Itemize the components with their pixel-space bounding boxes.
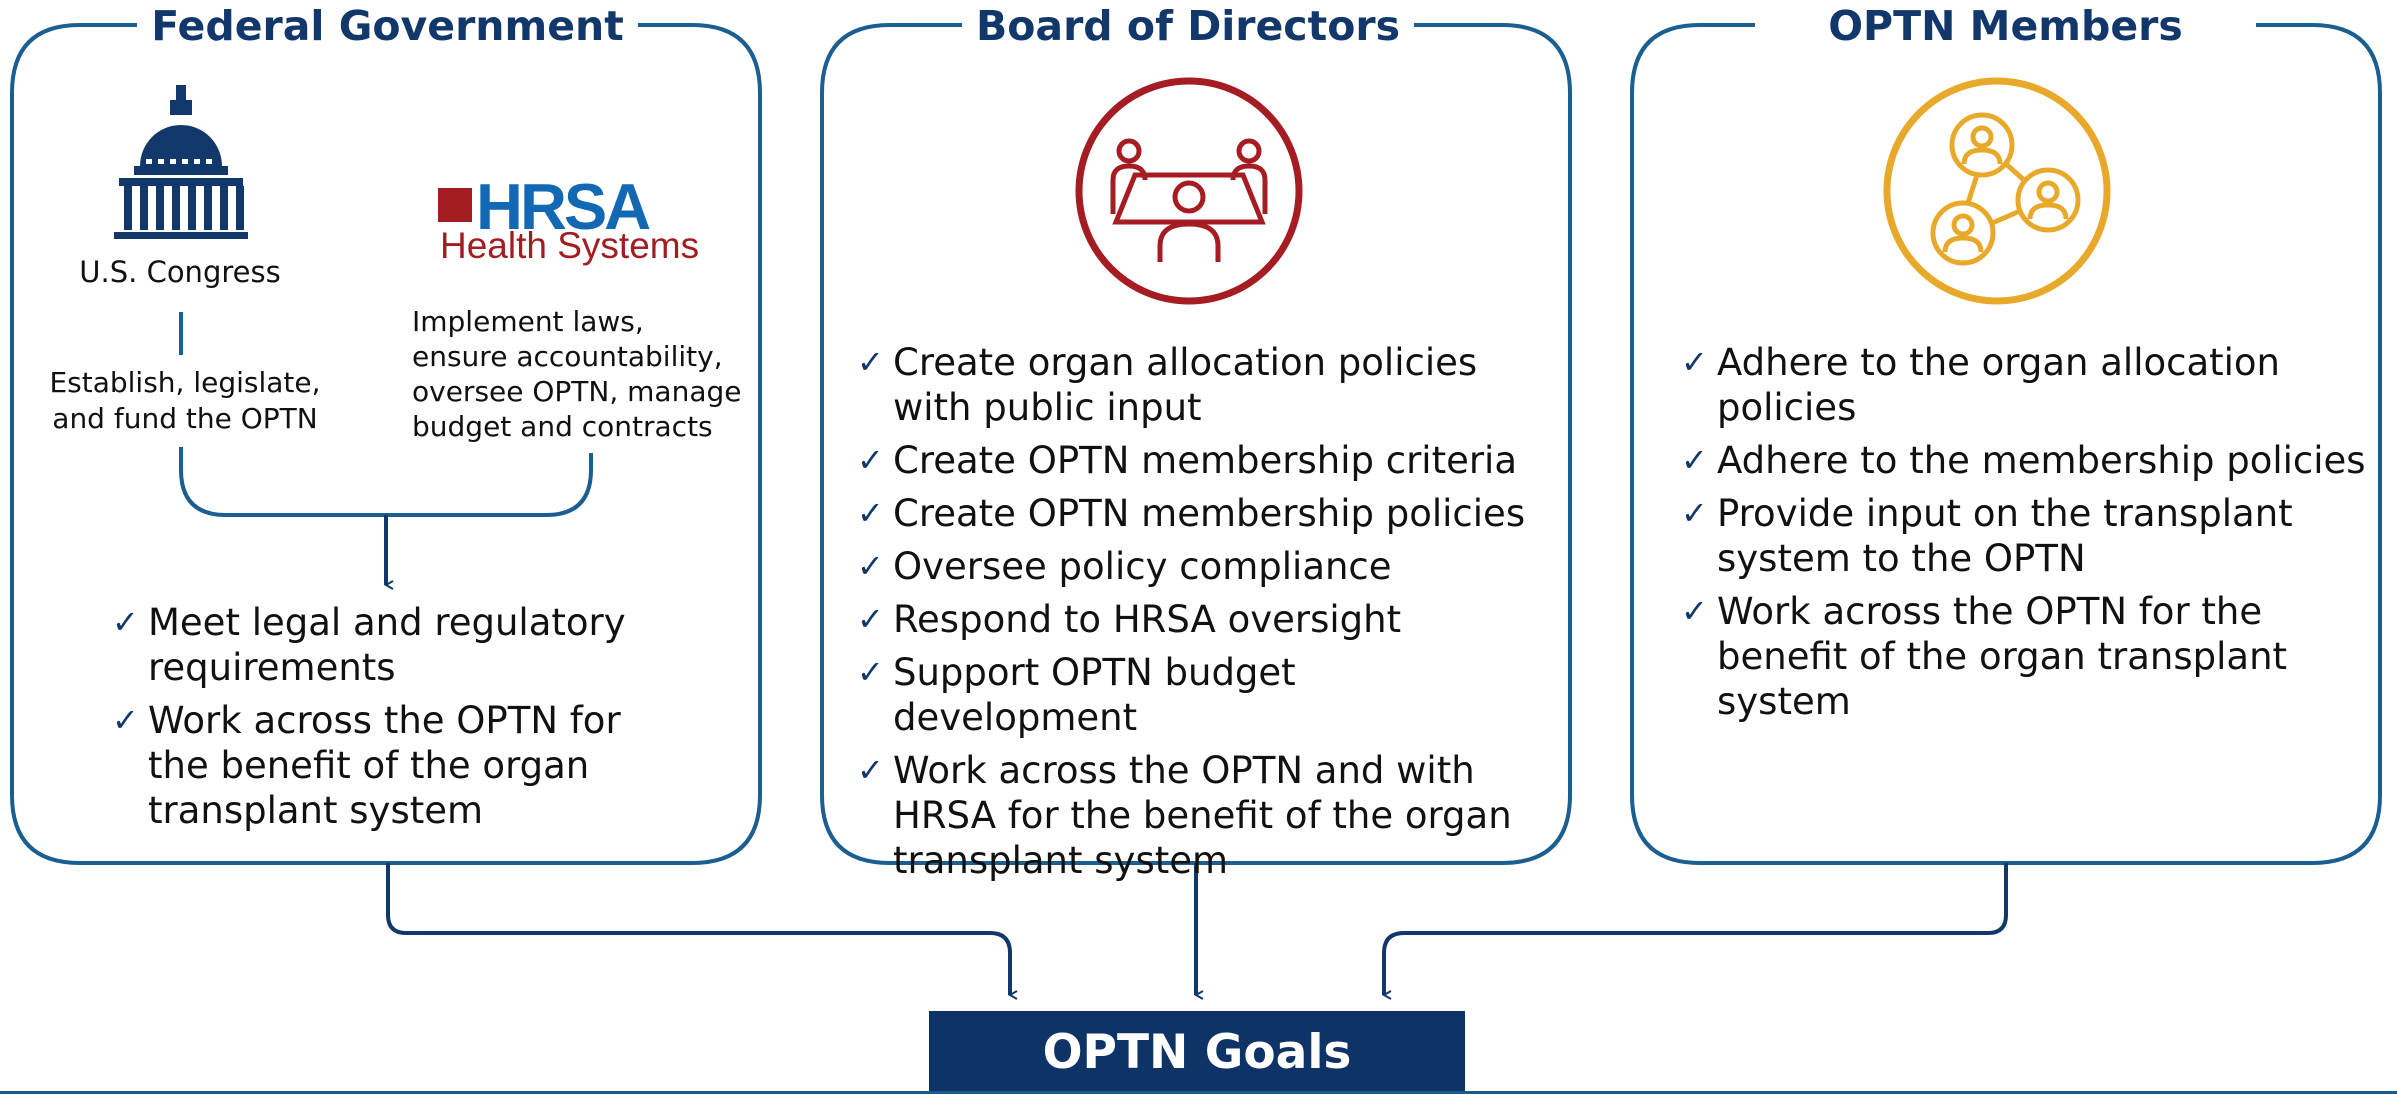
check-icon: ✓ bbox=[857, 547, 884, 585]
members-checklist: ✓Adhere to the organ allocation policies… bbox=[1681, 340, 2371, 732]
check-icon: ✓ bbox=[857, 653, 884, 691]
checklist-item: ✓Adhere to the organ allocation policies bbox=[1681, 340, 2371, 430]
board-checklist: ✓Create organ allocation policies with p… bbox=[857, 340, 1547, 891]
congress-label: U.S. Congress bbox=[79, 255, 281, 289]
check-icon: ✓ bbox=[857, 343, 884, 381]
check-icon: ✓ bbox=[857, 494, 884, 532]
capitol-dome-icon bbox=[114, 85, 248, 239]
check-icon: ✓ bbox=[112, 701, 139, 739]
checklist-item: ✓Support OPTN budget development bbox=[857, 650, 1547, 740]
checklist-item-text: Create OPTN membership policies bbox=[893, 492, 1526, 535]
hrsa-logo: HRSA Health Systems bbox=[438, 170, 713, 271]
checklist-item-text: Work across the OPTN for the benefit of … bbox=[1717, 590, 2288, 723]
check-icon: ✓ bbox=[857, 600, 884, 638]
hrsa-description: Implement laws, ensure accountability, o… bbox=[412, 305, 742, 443]
check-icon: ✓ bbox=[857, 751, 884, 789]
check-icon: ✓ bbox=[1681, 592, 1708, 630]
check-icon: ✓ bbox=[112, 603, 139, 641]
checklist-item: ✓Meet legal and regulatory requirements bbox=[112, 600, 632, 690]
checklist-item-text: Work across the OPTN for the benefit of … bbox=[148, 699, 621, 832]
checklist-item: ✓Create OPTN membership criteria bbox=[857, 438, 1547, 483]
checklist-item-text: Adhere to the organ allocation policies bbox=[1717, 341, 2281, 429]
checklist-item: ✓Oversee policy compliance bbox=[857, 544, 1547, 589]
checklist-item: ✓Work across the OPTN for the benefit of… bbox=[112, 698, 632, 833]
federal-merge-connector bbox=[179, 447, 593, 517]
checklist-item: ✓Work across the OPTN and with HRSA for … bbox=[857, 748, 1547, 883]
meeting-table-icon bbox=[1075, 77, 1303, 305]
checklist-item-text: Oversee policy compliance bbox=[893, 545, 1392, 588]
congress-description: Establish, legislate, and fund the OPTN bbox=[49, 366, 321, 435]
panel-title-federal: Federal Government bbox=[137, 0, 638, 52]
federal-to-goals-arrow bbox=[386, 863, 1010, 995]
checklist-item: ✓Adhere to the membership policies bbox=[1681, 438, 2371, 483]
network-people-icon bbox=[1883, 77, 2111, 305]
checklist-item-text: Respond to HRSA oversight bbox=[893, 598, 1402, 641]
hrsa-logo-text: HRSA bbox=[476, 170, 651, 243]
checklist-item-text: Create organ allocation policies with pu… bbox=[893, 341, 1478, 429]
members-to-goals-arrow bbox=[1382, 863, 2008, 995]
check-icon: ✓ bbox=[1681, 343, 1708, 381]
panel-title-board: Board of Directors bbox=[962, 0, 1414, 52]
checklist-item-text: Create OPTN membership criteria bbox=[893, 439, 1518, 482]
checklist-item: ✓Provide input on the transplant system … bbox=[1681, 491, 2371, 581]
bottom-divider bbox=[0, 1091, 2397, 1094]
checklist-item: ✓Create OPTN membership policies bbox=[857, 491, 1547, 536]
check-icon: ✓ bbox=[1681, 441, 1708, 479]
check-icon: ✓ bbox=[1681, 494, 1708, 532]
hrsa-emblem-icon bbox=[438, 188, 472, 222]
check-icon: ✓ bbox=[857, 441, 884, 479]
checklist-item-text: Provide input on the transplant system t… bbox=[1717, 492, 2293, 580]
panel-title-members: OPTN Members bbox=[1755, 0, 2256, 52]
checklist-item: ✓Create organ allocation policies with p… bbox=[857, 340, 1547, 430]
hrsa-logo-subtext: Health Systems bbox=[440, 225, 700, 266]
checklist-item-text: Meet legal and regulatory requirements bbox=[148, 601, 626, 689]
checklist-item: ✓Respond to HRSA oversight bbox=[857, 597, 1547, 642]
checklist-item: ✓Work across the OPTN for the benefit of… bbox=[1681, 589, 2371, 724]
checklist-item-text: Adhere to the membership policies bbox=[1717, 439, 2366, 482]
federal-checklist: ✓Meet legal and regulatory requirements … bbox=[112, 600, 632, 841]
checklist-item-text: Work across the OPTN and with HRSA for t… bbox=[893, 749, 1512, 882]
checklist-item-text: Support OPTN budget development bbox=[893, 651, 1296, 739]
optn-goals-box: OPTN Goals bbox=[929, 1011, 1465, 1094]
